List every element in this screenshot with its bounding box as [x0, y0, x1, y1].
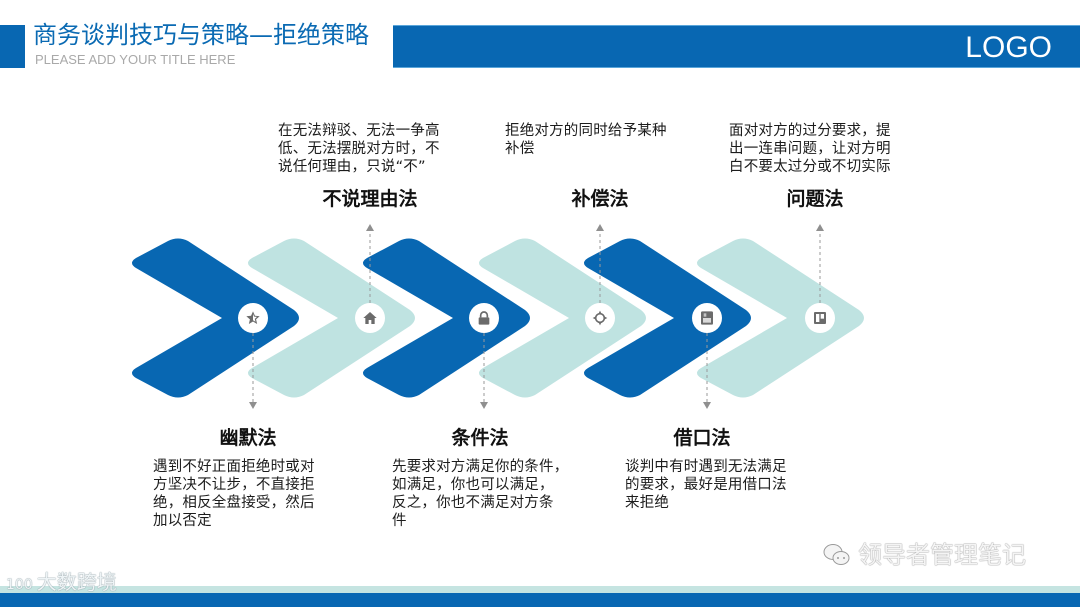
step-1-icon-badge — [238, 303, 268, 333]
step-4-description: 拒绝对方的同时给予某种 补偿 — [505, 123, 667, 157]
page-title: 商务谈判技巧与策略—拒绝策略 — [33, 21, 369, 49]
step-5-icon-badge — [692, 303, 722, 333]
home-icon — [363, 312, 377, 324]
step-6-label: 问题法 — [786, 188, 844, 210]
watermark-left-badge: 100 — [6, 577, 33, 593]
arrow-down-icon — [480, 402, 488, 409]
title-accent-bar — [0, 25, 25, 68]
step-6-description: 面对对方的过分要求，提 出一连串问题，让对方明 白不要太过分或不切实际 — [729, 123, 891, 175]
lock-icon — [478, 311, 490, 325]
step-1-description: 遇到不好正面拒绝时或对 方坚决不让步，不直接拒 绝，相反全盘接受，然后 加以否定 — [153, 459, 315, 529]
step-2-description: 在无法辩驳、无法一争高 低、无法摆脱对方时，不 说任何理由，只说“不” — [278, 123, 440, 175]
step-5-label: 借口法 — [673, 427, 731, 449]
arrow-up-icon — [816, 224, 824, 231]
page-subtitle: PLEASE ADD YOUR TITLE HERE — [35, 52, 236, 67]
step-3-label: 条件法 — [451, 427, 509, 449]
step-2-icon-badge — [355, 303, 385, 333]
step-2-label: 不说理由法 — [322, 188, 418, 210]
arrow-up-icon — [596, 224, 604, 231]
footer-blue-band — [0, 593, 1080, 607]
trello-icon — [814, 312, 826, 324]
step-3-icon-badge — [469, 303, 499, 333]
header-banner: LOGO — [393, 25, 1080, 68]
watermark-right: 领导者管理笔记 — [822, 540, 1026, 570]
step-4-icon-badge — [585, 303, 615, 333]
crosshair-icon — [592, 310, 608, 326]
arrow-down-icon — [249, 402, 257, 409]
step-6-icon-badge — [805, 303, 835, 333]
footer-teal-band — [0, 586, 1080, 593]
star-icon — [246, 311, 260, 324]
arrow-down-icon — [703, 402, 711, 409]
arrow-up-icon — [366, 224, 374, 231]
step-1-label: 幽默法 — [219, 427, 277, 449]
youtube-icon — [701, 311, 713, 325]
step-3-description: 先要求对方满足你的条件， 如满足，你也可以满足， 反之，你也不满足对方条 件 — [392, 459, 569, 529]
step-5-description: 谈判中有时遇到无法满足 的要求，最好是用借口法 来拒绝 — [625, 459, 787, 511]
watermark-left-text: 大数跨境 — [36, 570, 117, 594]
wechat-icon — [823, 544, 850, 565]
step-4-label: 补偿法 — [571, 188, 629, 210]
logo: LOGO — [965, 31, 1052, 64]
watermark-right-text: 领导者管理笔记 — [858, 541, 1026, 569]
